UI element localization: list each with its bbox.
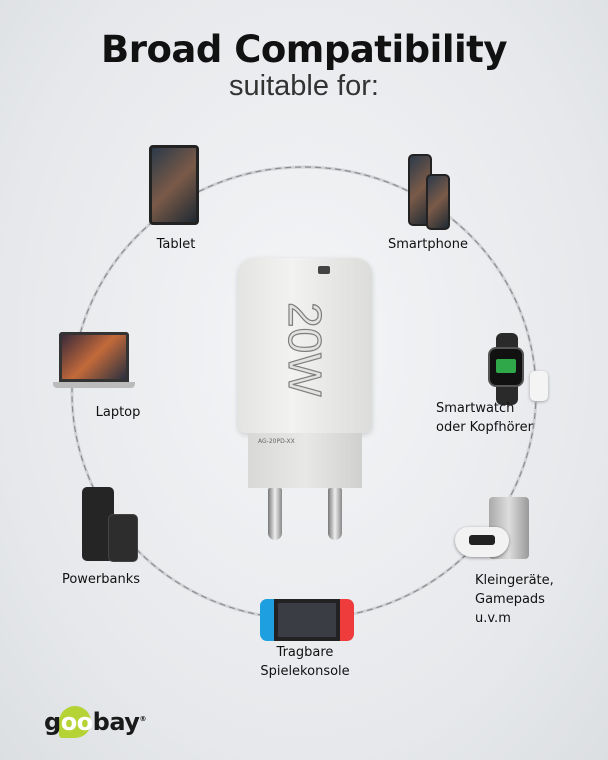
page-subtitle: suitable for: [229,70,379,102]
label-line: Smartwatch [436,401,515,416]
label-gamepads: Kleingeräte, Gamepads u.v.m [475,571,554,628]
label-smartphone: Smartphone [387,237,469,252]
label-line: Tragbare [276,645,334,660]
laptop-icon [53,332,135,390]
powerbank-icon [82,487,138,563]
label-line: oder Kopfhörer [436,420,533,435]
label-line: Kleingeräte, [475,573,554,588]
goobay-logo: goobay® [44,706,146,738]
page-title: Broad Compatibility [101,28,508,71]
gamepad-icon [455,497,535,562]
label-smartwatch: Smartwatch oder Kopfhörer [436,399,533,437]
label-line: u.v.m [475,611,511,626]
label-console: Tragbare Spielekonsole [260,643,349,681]
tablet-icon [149,145,199,225]
smartwatch-icon [488,333,548,405]
label-tablet: Tablet [156,237,196,252]
charger-image: 20W AG-20PD-XX [238,258,372,548]
model-label: AG-20PD-XX [258,438,295,445]
wattage-label: 20W [278,301,331,397]
label-line: Gamepads [475,592,545,607]
game-console-icon [260,599,354,641]
label-laptop: Laptop [95,405,141,420]
label-powerbanks: Powerbanks [61,572,141,587]
label-line: Spielekonsole [260,664,350,679]
